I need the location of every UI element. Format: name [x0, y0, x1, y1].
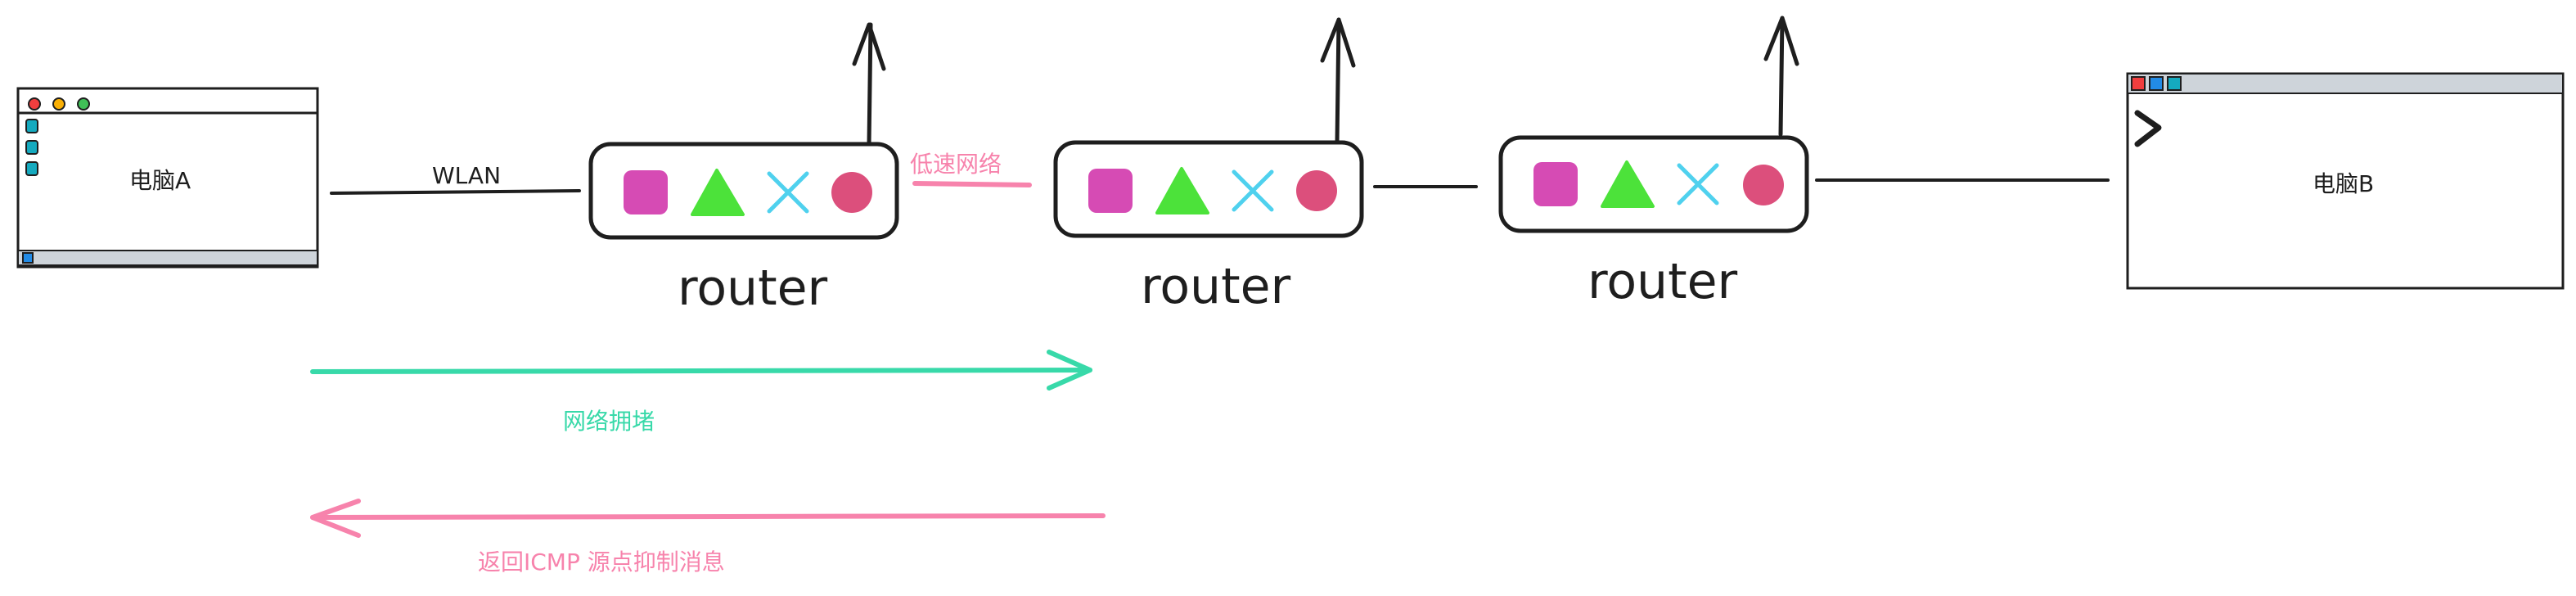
source-quench-label: 返回ICMP 源点抑制消息	[478, 549, 725, 576]
arrow-right-icon	[1047, 350, 1092, 391]
circle-icon	[831, 172, 872, 213]
window-maximize-icon[interactable]	[2167, 76, 2182, 91]
window-minimize-icon[interactable]	[2149, 76, 2164, 91]
congestion-arrow	[310, 350, 1092, 391]
cross-icon	[1232, 169, 1274, 212]
uplink-arrow-shaft	[867, 22, 873, 147]
slow-link	[912, 181, 1032, 187]
router: router	[1498, 16, 1809, 310]
slow-network-label: 低速网络	[910, 151, 1002, 178]
window-close-icon[interactable]	[2131, 76, 2146, 91]
computer-a-title: 电脑A	[129, 167, 191, 194]
router-label: router	[678, 260, 828, 317]
triangle-icon	[1601, 160, 1655, 208]
title-bar	[2127, 73, 2564, 94]
computer-a-window: 电脑A	[16, 87, 319, 269]
router: router	[1053, 17, 1364, 315]
sidebar-icon[interactable]	[25, 140, 38, 155]
congestion-label: 网络拥堵	[563, 408, 655, 435]
source-quench-arrow	[310, 499, 1106, 538]
status-bar	[17, 250, 318, 266]
circle-icon	[1743, 165, 1784, 205]
sidebar-icon[interactable]	[25, 119, 38, 133]
uplink-arrow-head-icon	[852, 22, 886, 71]
window-minimize-icon[interactable]	[52, 97, 65, 111]
arrow-left-icon	[310, 499, 361, 538]
window-close-icon[interactable]	[28, 97, 41, 111]
cross-icon	[1677, 163, 1719, 205]
uplink-arrow-head-icon	[1320, 17, 1356, 68]
cross-icon	[767, 171, 809, 214]
triangle-icon	[691, 169, 745, 216]
status-bar-icon	[22, 252, 34, 264]
router-label: router	[1141, 258, 1291, 315]
sidebar-icon[interactable]	[25, 161, 38, 176]
computer-b-window: 电脑B	[2126, 72, 2565, 290]
router: router	[588, 22, 899, 317]
uplink-arrow-shaft	[1335, 17, 1341, 145]
wlan-label: WLAN	[432, 162, 501, 189]
computer-b-title: 电脑B	[2313, 170, 2374, 197]
square-icon	[1533, 162, 1578, 206]
wlan-link	[330, 189, 581, 195]
terminal-prompt-icon	[2134, 110, 2162, 147]
router-label: router	[1587, 253, 1738, 310]
uplink-arrow-head-icon	[1763, 16, 1799, 66]
square-icon	[1088, 169, 1133, 213]
uplink-arrow-shaft	[1778, 16, 1785, 137]
window-maximize-icon[interactable]	[77, 97, 90, 111]
square-icon	[624, 170, 668, 214]
triangle-icon	[1155, 167, 1209, 214]
circle-icon	[1296, 170, 1337, 211]
